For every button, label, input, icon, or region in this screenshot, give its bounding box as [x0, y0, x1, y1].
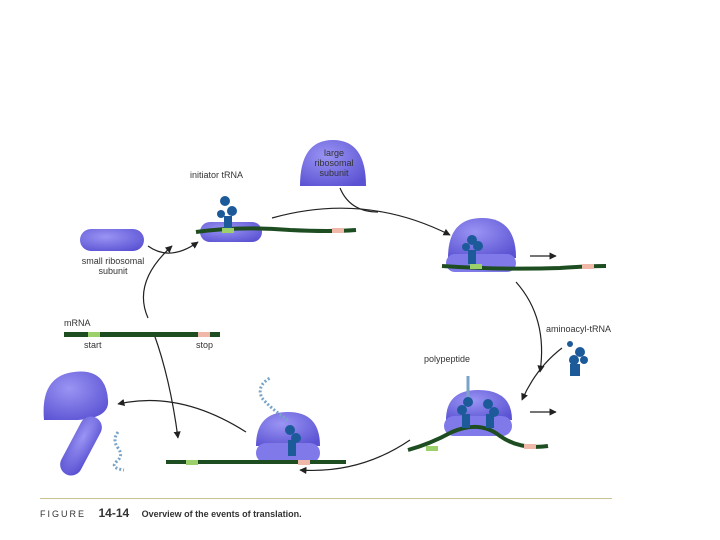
arrow-left-down [153, 333, 181, 439]
label-line: subunit [319, 168, 349, 178]
arrow-bottom [299, 439, 411, 475]
label-aminoacyl-trna: aminoacyl-tRNA [546, 324, 612, 334]
arrow-small-subunit-in [147, 241, 199, 254]
label-small-subunit: small ribosomal subunit [76, 256, 150, 276]
large-ribosomal-subunit [300, 140, 366, 186]
label-mrna: mRNA [64, 318, 91, 328]
released-large-subunit [43, 371, 109, 420]
free-mrna [64, 332, 220, 337]
label-line: subunit [98, 266, 128, 276]
initiator-trna-icon [217, 196, 237, 228]
figure-caption: FIGURE 14-14 Overview of the events of t… [40, 504, 302, 522]
arrow-trna-in [521, 347, 563, 401]
arrow-release [117, 399, 247, 433]
caption-figure-word: FIGURE [40, 509, 87, 519]
label-large-subunit: large ribosomal subunit [304, 148, 364, 178]
elongation-ribosome-1 [441, 218, 607, 272]
caption-figure-number: 14-14 [98, 506, 130, 520]
label-start: start [84, 340, 102, 350]
termination-ribosome [166, 376, 346, 465]
arrow-top [271, 207, 451, 236]
released-small-subunit [60, 416, 102, 476]
trna-icon [285, 425, 301, 456]
caption-rule [40, 498, 612, 499]
cycle-arrows [117, 187, 563, 475]
aminoacyl-trna-icon [567, 341, 588, 376]
small-ribosomal-subunit [80, 229, 144, 251]
label-line: small ribosomal [81, 256, 145, 266]
released-polypeptide [112, 431, 125, 472]
initiation-complex [195, 196, 357, 242]
elongation-ribosome-2 [407, 376, 549, 452]
label-initiator-trna: initiator tRNA [190, 170, 244, 180]
label-polypeptide: polypeptide [424, 354, 471, 364]
trna-icon [462, 235, 483, 264]
arrow-left-up [142, 245, 173, 319]
label-line: ribosomal [314, 158, 354, 168]
arrow-right [515, 281, 545, 373]
label-line: large [323, 148, 344, 158]
trna-pair-icon [457, 397, 499, 428]
released-subunits [43, 371, 125, 476]
arrow-large-subunit-in [339, 187, 379, 213]
caption-title: Overview of the events of translation. [141, 509, 302, 519]
label-stop: stop [196, 340, 214, 350]
